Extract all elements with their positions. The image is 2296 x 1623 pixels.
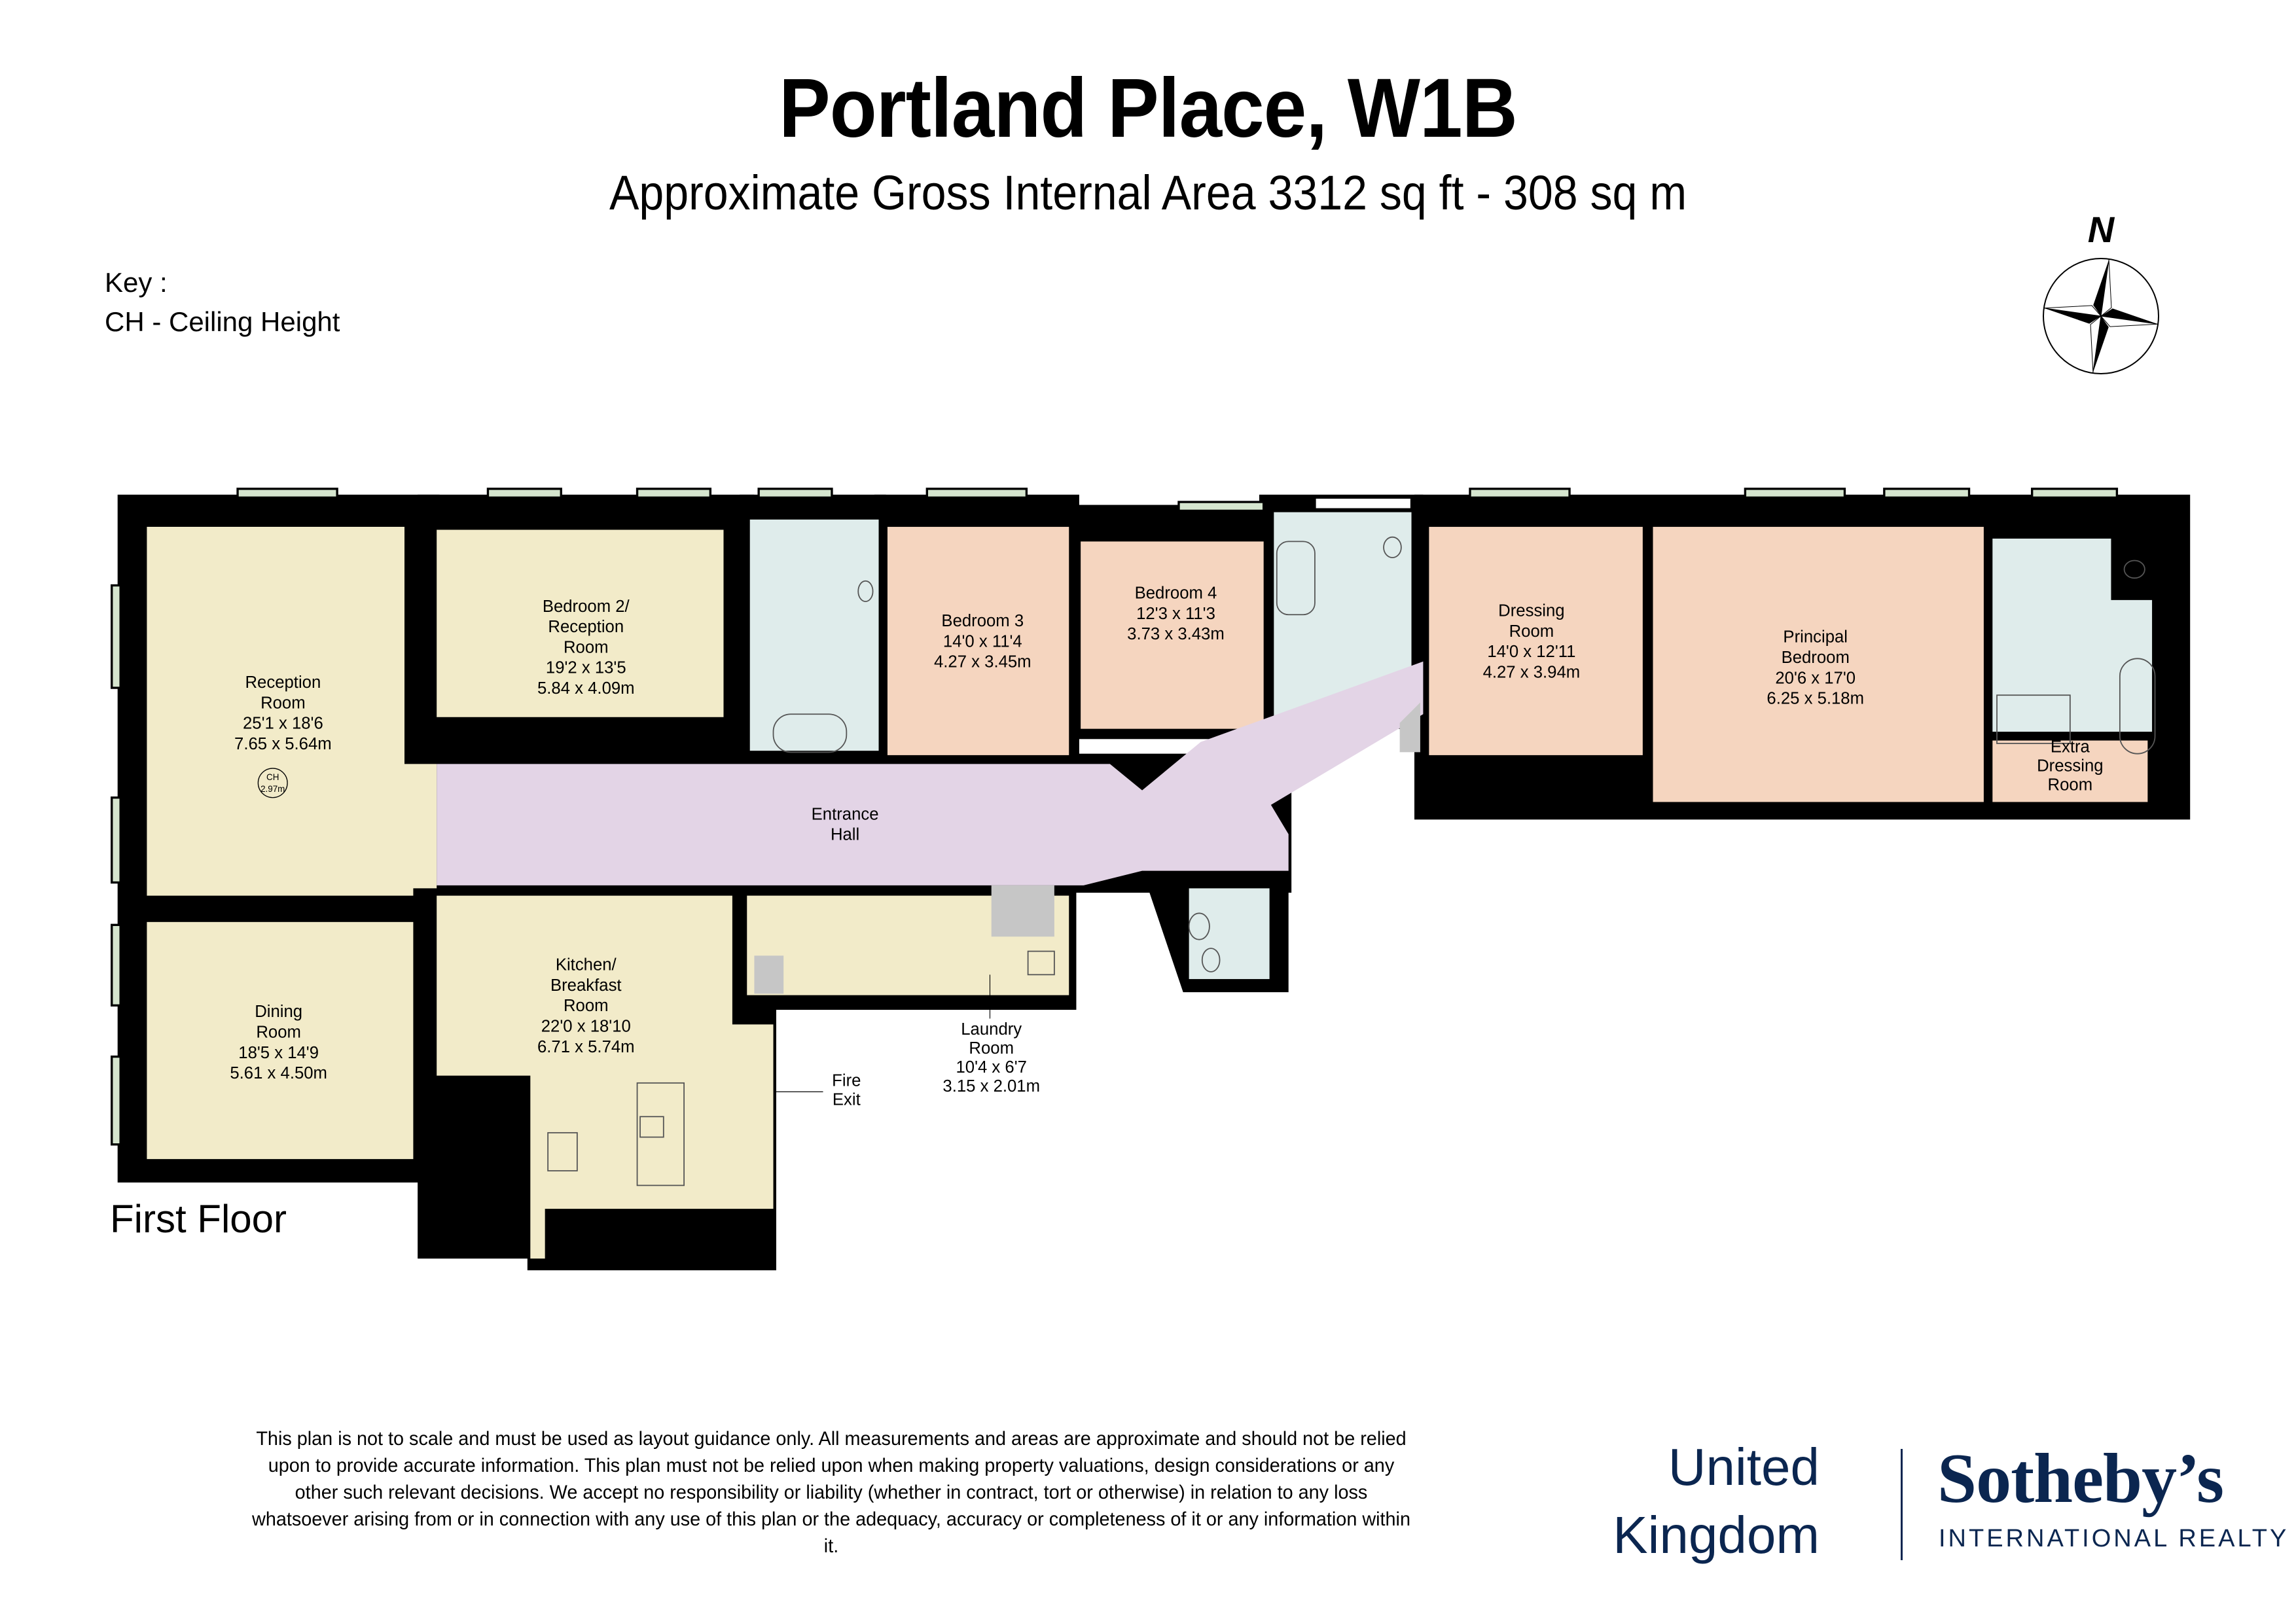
basin-icon: [1188, 912, 1210, 940]
sink-icon: [639, 1116, 664, 1138]
room-dressing[interactable]: [1429, 527, 1643, 755]
room-extra-dressing[interactable]: [1992, 740, 2148, 802]
room-kitchen[interactable]: [437, 895, 774, 1259]
logo-tagline: INTERNATIONAL REALTY: [1939, 1525, 2289, 1552]
logo-divider: [1901, 1449, 1903, 1560]
room-principal-bedroom[interactable]: [1653, 527, 1984, 802]
bath-icon: [1276, 541, 1316, 616]
north-label: N: [2088, 209, 2115, 250]
room-bedroom-2[interactable]: [437, 529, 724, 717]
legend-key: Key : CH - Ceiling Height: [105, 263, 340, 342]
room-cloakroom-wc[interactable]: [1189, 888, 1270, 980]
agency-logo: United Kingdom Sotheby’s INTERNATIONAL R…: [1613, 1433, 2291, 1564]
svg-text:Bedroom 412'3 x 11'33.73 x 3.4: Bedroom 412'3 x 11'33.73 x 3.43m: [1127, 584, 1225, 644]
floor-label: First Floor: [110, 1197, 287, 1241]
room-reception[interactable]: [147, 527, 437, 896]
toilet-icon: [1383, 536, 1402, 558]
room-storage: [754, 702, 1420, 994]
bath-icon: [2119, 658, 2156, 755]
room-ensuite[interactable]: [1992, 538, 2153, 732]
ceiling-height-marker: [257, 768, 288, 798]
svg-text:Bedroom 314'0 x 11'44.27 x 3.4: Bedroom 314'0 x 11'44.27 x 3.45m: [934, 612, 1031, 671]
room-bathroom-1[interactable]: [749, 519, 879, 751]
windows: [111, 488, 2119, 1146]
svg-text:2.97m: 2.97m: [260, 784, 285, 794]
room-entrance-hall[interactable]: [437, 661, 1424, 885]
hob-icon: [547, 1132, 578, 1171]
page-title: Portland Place, W1B: [779, 62, 1518, 155]
logo-region: United Kingdom: [1613, 1438, 1820, 1564]
laundry-sink-icon: [1027, 950, 1055, 976]
key-heading: Key :: [105, 267, 168, 298]
logo-brand: Sotheby’s: [1937, 1440, 2224, 1518]
shower-icon: [1996, 694, 2071, 744]
room-bedroom-3[interactable]: [887, 527, 1069, 755]
fixtures: [547, 536, 2156, 1186]
svg-text:CH: CH: [266, 772, 279, 782]
disclaimer-text: This plan is not to scale and must be us…: [252, 1428, 1410, 1557]
room-bedroom-4[interactable]: [1081, 541, 1264, 729]
key-entry-ceiling-height: CH - Ceiling Height: [105, 306, 340, 337]
kitchen-island: [636, 1082, 685, 1186]
room-dining[interactable]: [147, 921, 414, 1160]
gross-area-subtitle: Approximate Gross Internal Area 3312 sq …: [609, 166, 1687, 220]
toilet-icon: [2123, 560, 2145, 579]
toilet-icon: [857, 580, 874, 602]
toilet-icon: [1201, 948, 1221, 972]
bath-icon: [772, 713, 848, 753]
north-compass: N: [2029, 209, 2173, 380]
compass-rose-icon: N: [2043, 209, 2159, 374]
